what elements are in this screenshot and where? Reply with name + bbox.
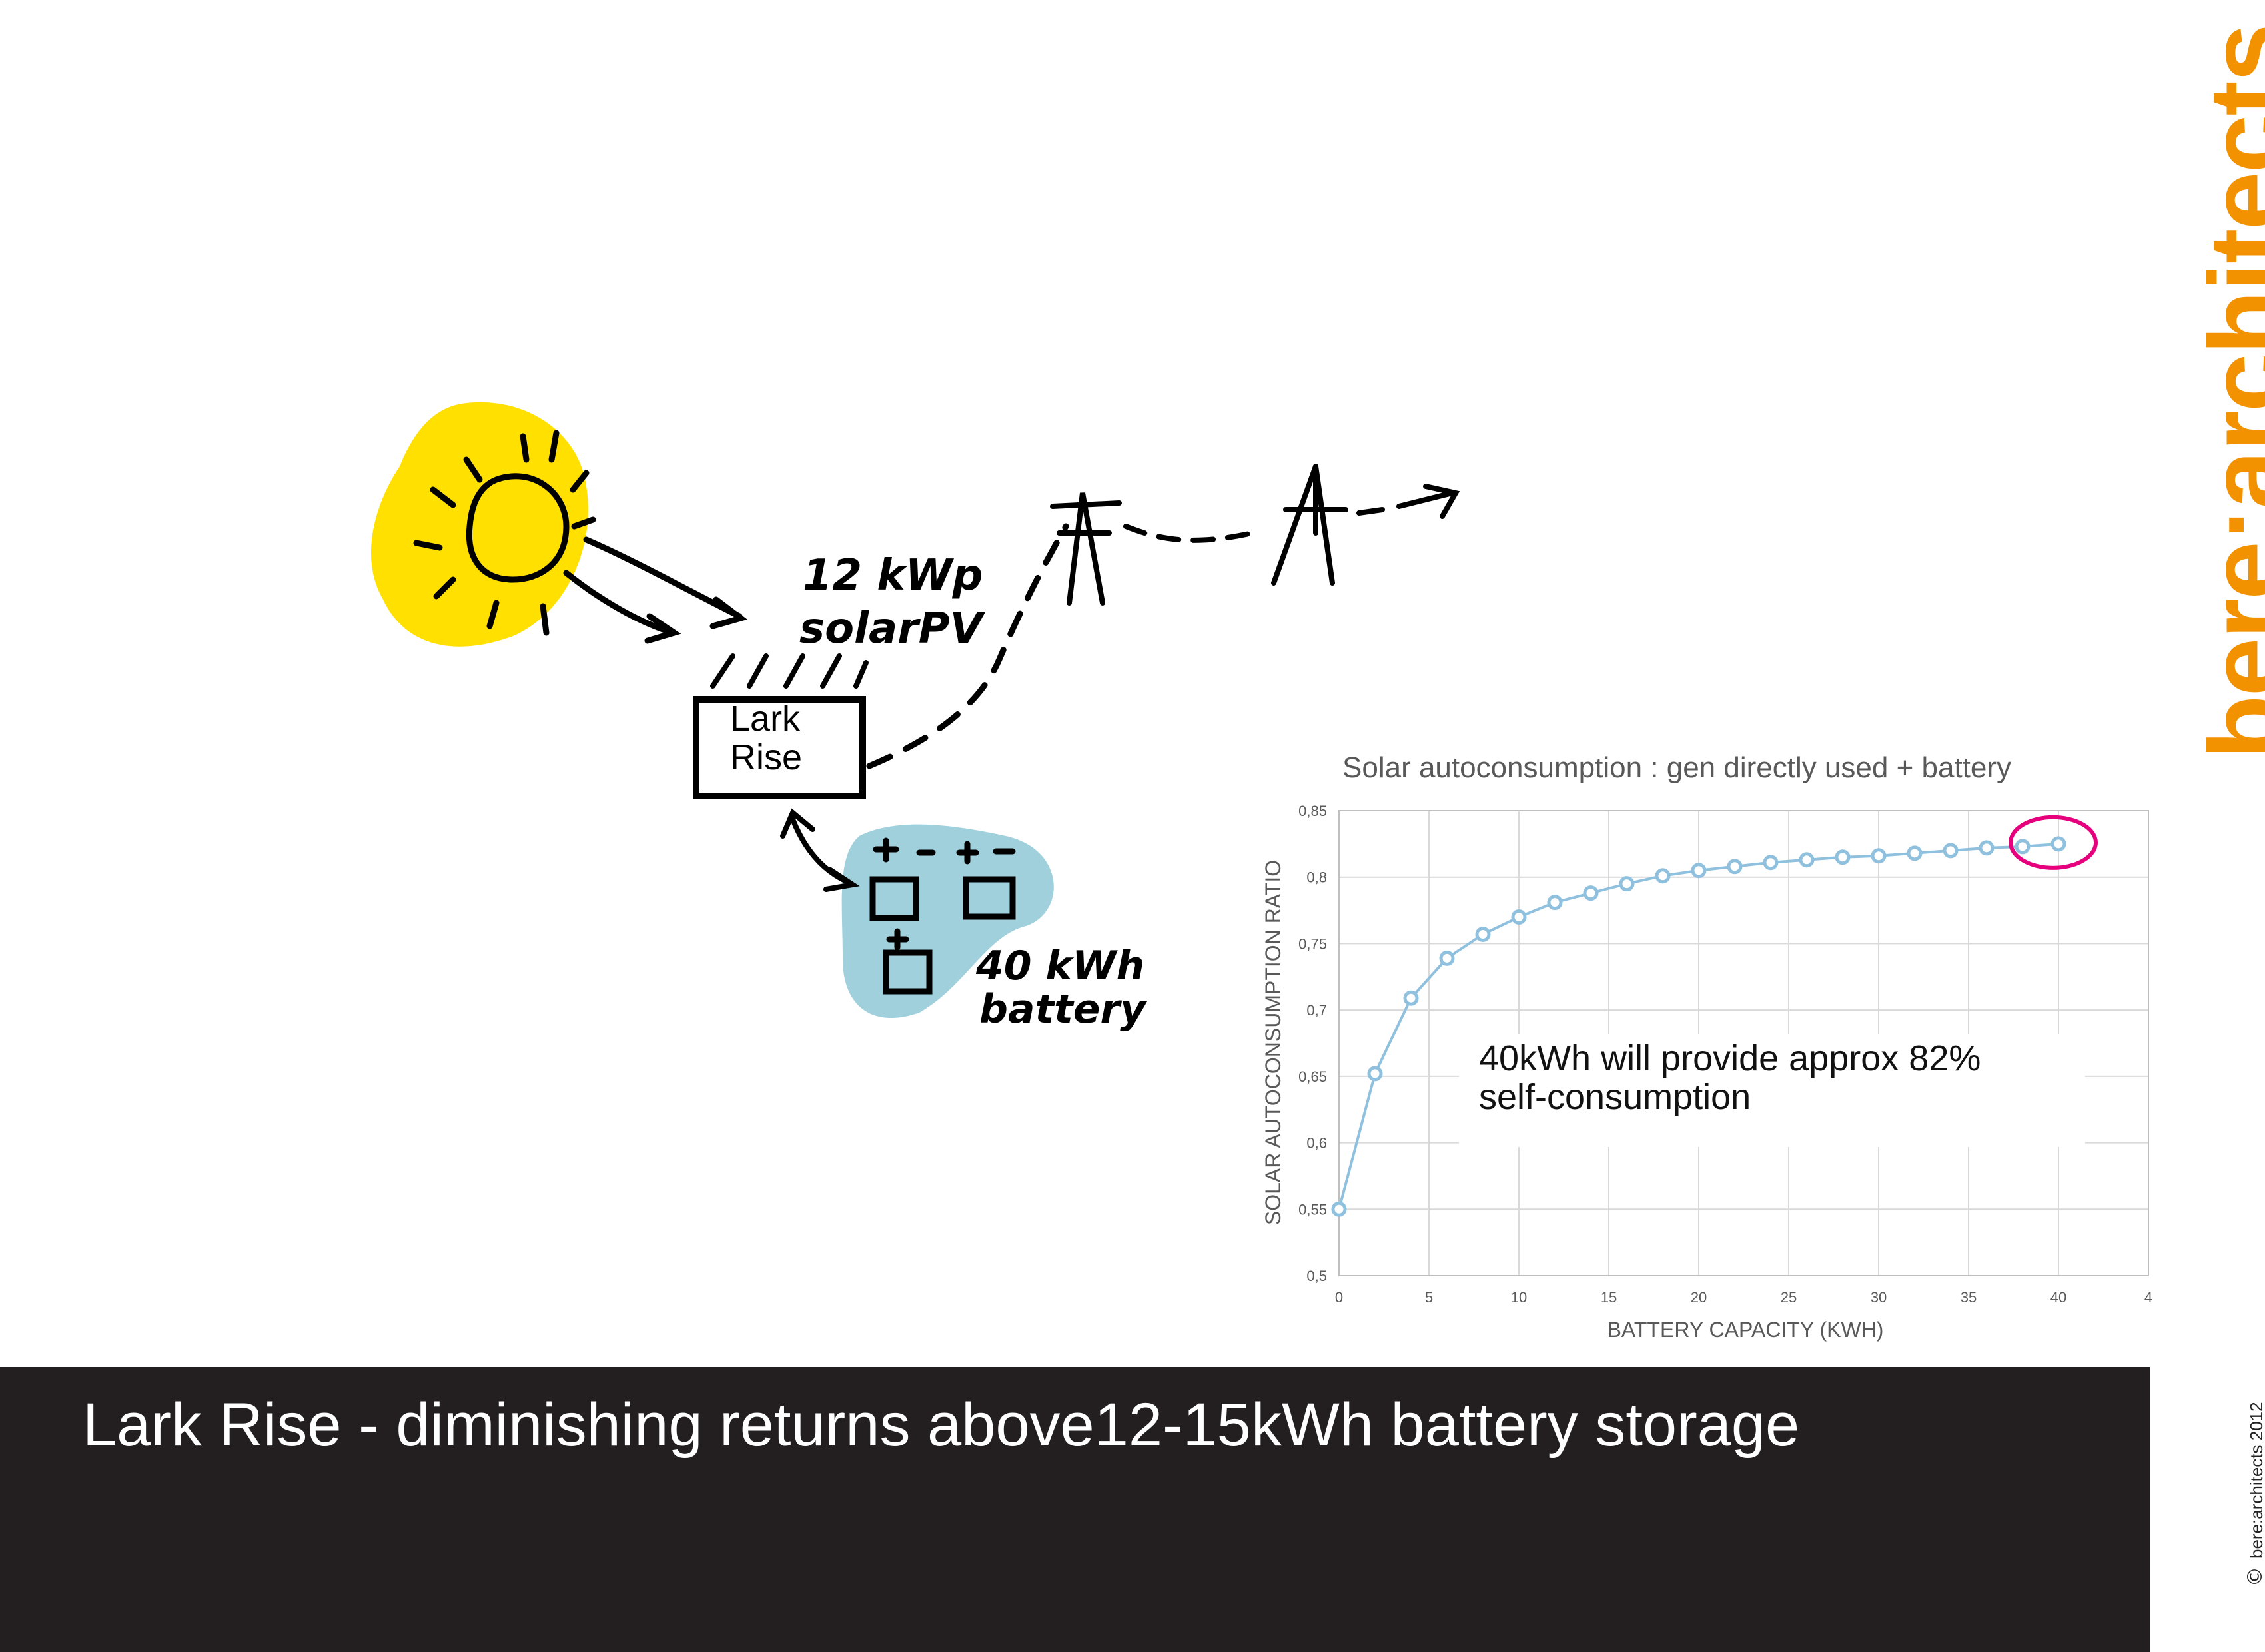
- chart-ticks: 0,5 0,55 0,6 0,65 0,7 0,75 0,8 0,85 0 5 10 15 20 25 30…: [1298, 803, 2152, 1306]
- pv-label-line1: 12 kWp: [803, 551, 983, 600]
- x-tick-label: 25: [1781, 1289, 1797, 1306]
- house-battery-arrow: [780, 808, 860, 892]
- highlight-circle: [2009, 815, 2098, 870]
- sun-to-pv-arrows: [563, 536, 747, 644]
- x-axis-label: BATTERY CAPACITY (KWH): [1607, 1318, 1884, 1342]
- y-tick-label: 0,85: [1298, 803, 1327, 819]
- pylon-icon: [1271, 464, 1348, 586]
- battery-label-line2: battery: [979, 986, 1148, 1032]
- battery-blob: [841, 824, 1054, 1019]
- data-point: [1475, 926, 1491, 942]
- data-point: [1835, 849, 1851, 865]
- y-tick-label: 0,6: [1306, 1135, 1327, 1152]
- battery-label-line1: 40 kWh: [975, 943, 1144, 989]
- export-arrow-icon: [1356, 484, 1460, 519]
- y-tick-label: 0,65: [1298, 1068, 1327, 1085]
- y-axis-label: SOLAR AUTOCONSUMPTION RATIO: [1261, 860, 1285, 1225]
- y-tick-label: 0,8: [1306, 869, 1327, 886]
- pylon-icon: [1050, 492, 1122, 606]
- x-tick-label: 35: [1961, 1289, 1977, 1306]
- grid-line: [1123, 524, 1255, 543]
- chart-title: Solar autoconsumption : gen directly use…: [1342, 751, 2011, 784]
- x-tick-label: 40: [2050, 1289, 2066, 1306]
- y-tick-label: 0,75: [1298, 935, 1327, 952]
- sun-rays: [413, 430, 596, 636]
- data-point: [1943, 843, 1959, 859]
- data-point: [1619, 876, 1635, 892]
- x-tick-label: 15: [1601, 1289, 1617, 1306]
- pv-panel-icon: [710, 653, 869, 689]
- data-point: [1799, 852, 1815, 868]
- copyright-text: bere:architects 2012: [2246, 1402, 2265, 1559]
- copyright-icon: ©: [2244, 1567, 2265, 1587]
- data-point: [1979, 840, 1995, 856]
- data-point: [1691, 863, 1707, 879]
- x-tick-label: 20: [1691, 1289, 1707, 1306]
- grid-export-line: [866, 523, 1069, 769]
- pv-label-line2: solarPV: [799, 604, 986, 653]
- x-tick-label: 0: [1335, 1289, 1343, 1306]
- data-point: [1763, 855, 1779, 871]
- data-point: [1511, 909, 1527, 925]
- data-point: [2015, 839, 2031, 855]
- annotation-box: [1459, 1034, 2085, 1147]
- slide-caption: Lark Rise - diminishing returns above12-…: [83, 1391, 1800, 1459]
- sun-icon: [466, 473, 570, 583]
- x-tick-label: 4: [2144, 1289, 2152, 1306]
- x-tick-label: 5: [1425, 1289, 1433, 1306]
- chart-frame: [1338, 810, 2149, 1276]
- data-point: [1727, 859, 1743, 875]
- data-point: [1331, 1201, 1347, 1217]
- data-point: [1871, 848, 1887, 864]
- x-tick-label: 10: [1511, 1289, 1527, 1306]
- house-label: Lark Rise: [730, 699, 803, 777]
- data-point: [2050, 836, 2066, 852]
- y-tick-label: 0,7: [1306, 1002, 1327, 1019]
- data-point: [1547, 895, 1563, 911]
- data-point: [1367, 1066, 1383, 1082]
- brand-logo: bere:architects: [2188, 25, 2265, 759]
- house-icon: [693, 696, 866, 799]
- caption-bar: [0, 1367, 2150, 1652]
- sun-blob: [370, 402, 588, 647]
- data-point: [1439, 950, 1455, 966]
- plot-area: [1338, 810, 2149, 1276]
- y-tick-label: 0,55: [1298, 1201, 1327, 1218]
- y-tick-label: 0,5: [1306, 1268, 1327, 1284]
- data-point: [1655, 868, 1671, 884]
- x-tick-label: 30: [1871, 1289, 1887, 1306]
- data-point: [1583, 885, 1599, 901]
- chart-annotation: 40kWh will provide approx 82% self-consu…: [1479, 1038, 1981, 1117]
- battery-icon: [869, 837, 1016, 995]
- data-point: [1907, 845, 1923, 861]
- data-point: [1403, 990, 1419, 1006]
- chart-series: [1331, 815, 2098, 1217]
